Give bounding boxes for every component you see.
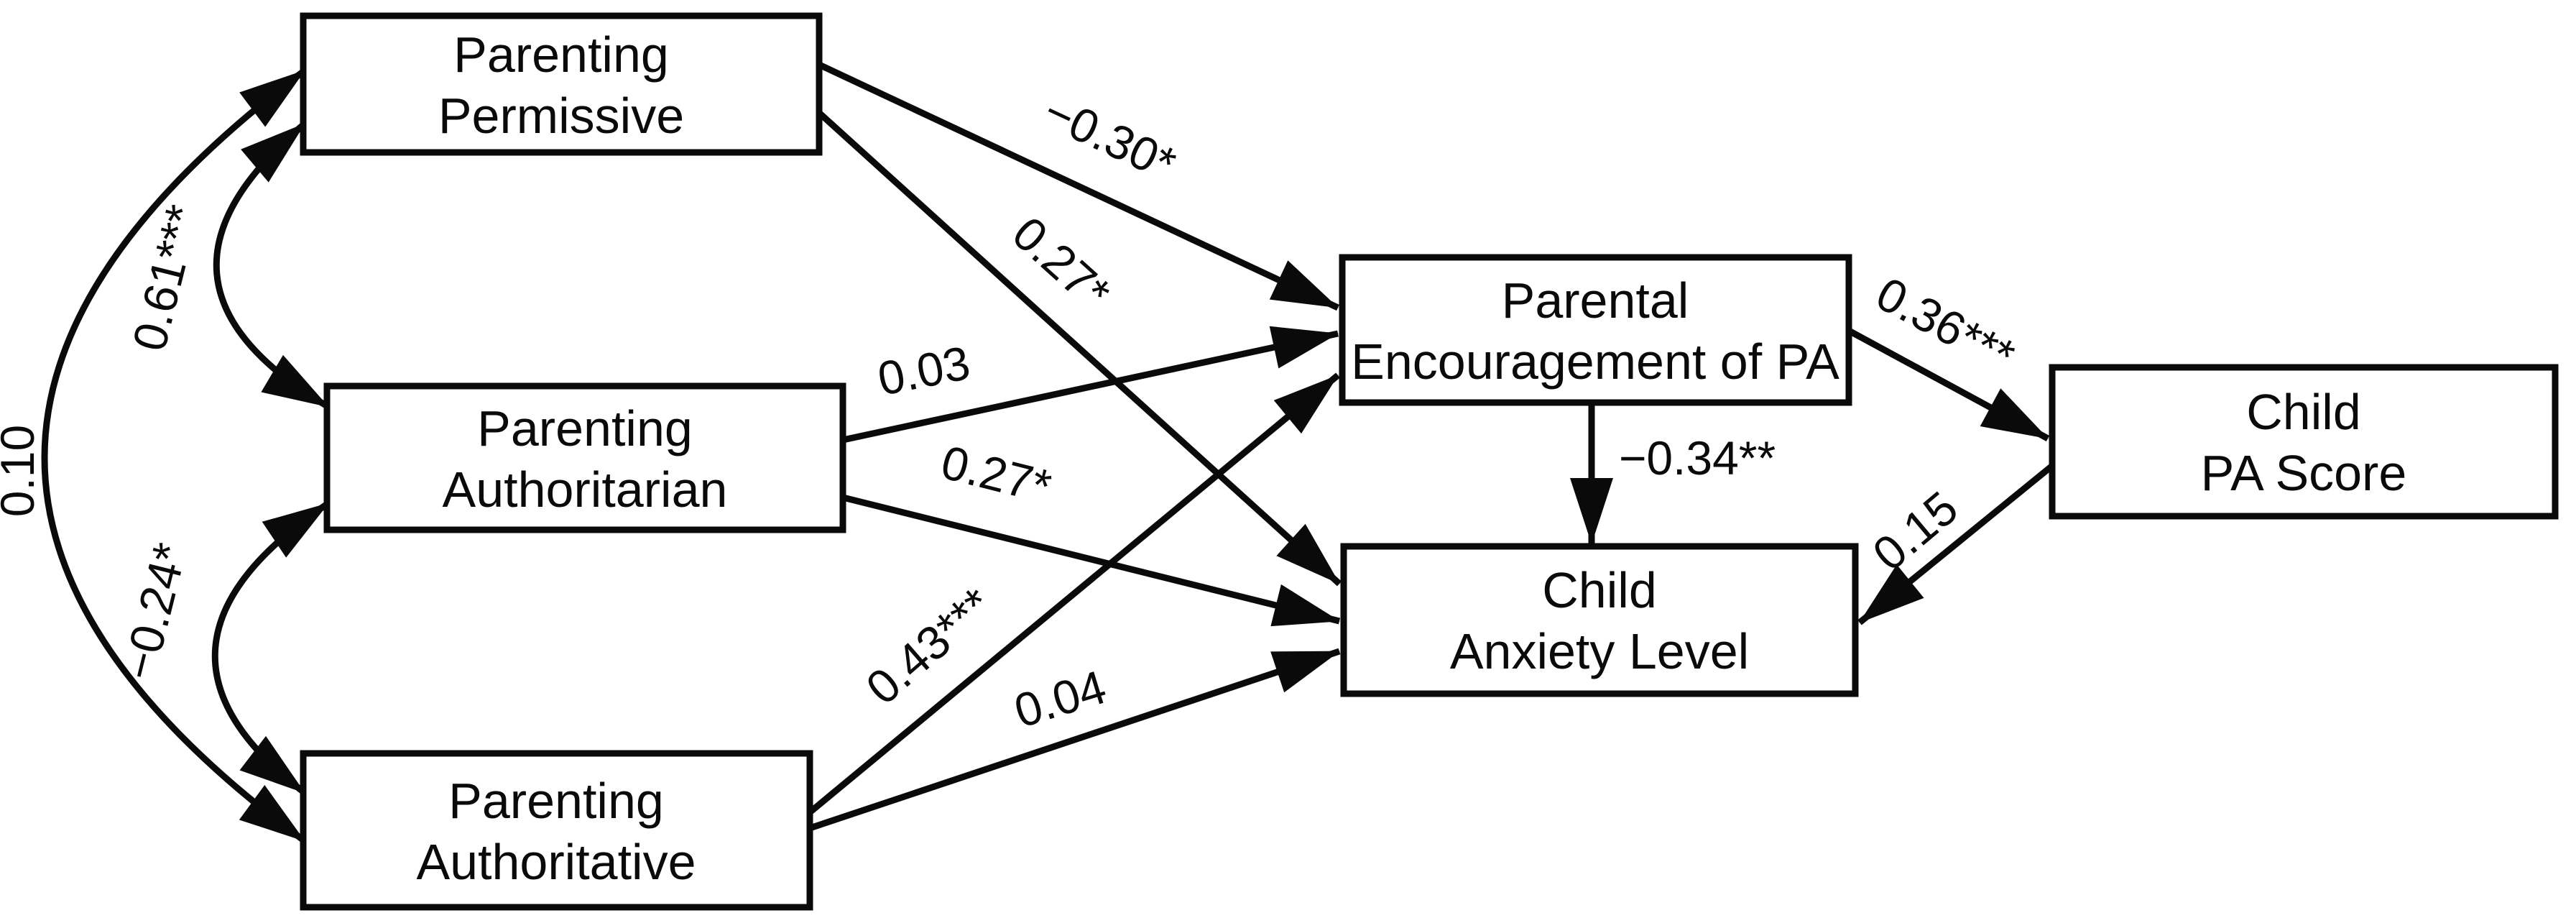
coef-label-permissive-to-anxiety: 0.27* <box>1002 206 1120 320</box>
node-parenting-authoritarian: Parenting Authoritarian <box>323 382 846 533</box>
path-arrow-authoritarian-to-encouragement <box>842 326 1339 444</box>
node-label-line2: Encouragement of PA <box>1351 334 1839 390</box>
node-box <box>1339 254 1852 406</box>
node-label-line2: Anxiety Level <box>1450 623 1749 679</box>
node-label-line2: Authoritarian <box>443 462 728 518</box>
covariance-arc-permissive-authoritarian <box>213 121 331 410</box>
node-label-line2: Permissive <box>438 88 684 144</box>
node-label-line2: Authoritative <box>416 834 696 890</box>
node-label-line1: Child <box>1542 562 1657 618</box>
node-label-line1: Parental <box>1502 272 1689 329</box>
node-label-line1: Parenting <box>477 400 693 456</box>
coef-label-covariance-authoritarian-authoritative: −0.24* <box>111 538 196 685</box>
node-parental-encouragement-of-pa: Parental Encouragement of PA <box>1339 254 1852 406</box>
node-label-line1: Parenting <box>448 773 664 829</box>
coef-label-encouragement-to-pa-score: 0.36*** <box>1868 267 2023 383</box>
node-box <box>1340 543 1859 697</box>
path-arrow-pa-score-to-anxiety <box>1857 463 2054 625</box>
node-box <box>323 382 846 533</box>
node-parenting-permissive: Parenting Permissive <box>300 12 823 156</box>
path-arrow-authoritative-to-encouragement <box>808 372 1340 815</box>
path-arrow-authoritative-to-anxiety <box>808 648 1341 832</box>
coef-label-authoritarian-to-anxiety: 0.27* <box>936 435 1056 513</box>
covariance-arc-authoritarian-authoritative <box>211 500 331 796</box>
coef-label-covariance-permissive-authoritarian: 0.61*** <box>122 200 210 356</box>
path-arrow-authoritarian-to-anxiety <box>841 494 1341 627</box>
node-box <box>300 12 823 156</box>
coef-label-covariance-permissive-authoritative: 0.10 <box>0 425 44 517</box>
node-label-line1: Child <box>2246 384 2361 440</box>
node-child-pa-score: Child PA Score <box>2049 364 2559 520</box>
covariance-arc-permissive-authoritative <box>41 68 307 844</box>
node-label-line2: PA Score <box>2201 445 2407 501</box>
node-box <box>2049 364 2559 520</box>
coef-label-authoritative-to-anxiety: 0.04 <box>1008 660 1112 738</box>
node-label-line1: Parenting <box>453 27 669 83</box>
path-arrow-encouragement-to-pa-score <box>1847 328 2050 441</box>
path-arrow-permissive-to-anxiety <box>816 110 1342 587</box>
node-parenting-authoritative: Parenting Authoritative <box>300 750 813 911</box>
coef-label-authoritative-to-encouragement: 0.43*** <box>856 577 1002 715</box>
coef-label-pa-score-to-anxiety: 0.15 <box>1862 481 1967 581</box>
node-child-anxiety-level: Child Anxiety Level <box>1340 543 1859 697</box>
coef-label-encouragement-to-anxiety: −0.34** <box>1619 431 1776 485</box>
path-arrow-permissive-to-encouragement <box>818 61 1339 311</box>
node-box <box>300 750 813 911</box>
coef-label-authoritarian-to-encouragement: 0.03 <box>873 336 974 405</box>
